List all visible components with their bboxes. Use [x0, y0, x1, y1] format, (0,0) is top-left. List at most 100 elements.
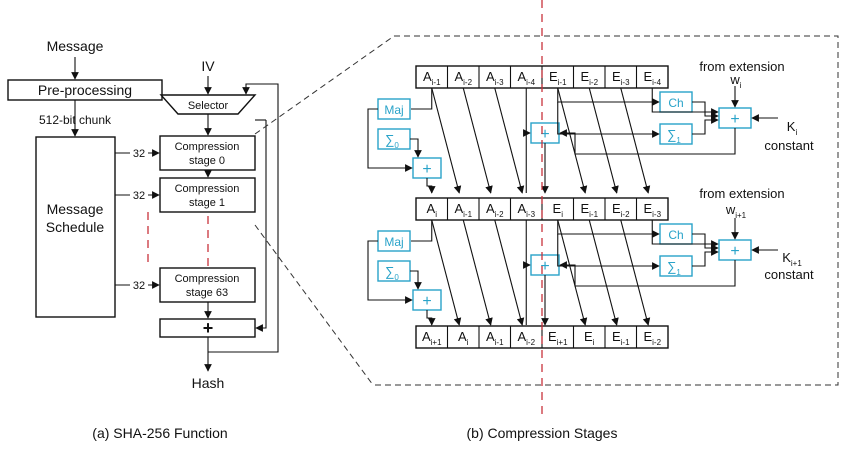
- stage1-reg-a-i-2: Ai-2: [454, 69, 472, 87]
- stage2-sigma0-label: ∑0: [385, 264, 399, 282]
- stage2-shift-wire-0: [431, 219, 462, 326]
- stage1-shift-wire-0: [431, 87, 462, 194]
- stage2-reg-a-i-2: Ai-2: [486, 201, 504, 219]
- stage1-sigma1-out: [692, 116, 719, 135]
- caption-right: (b) Compression Stages: [467, 425, 618, 441]
- stage2-ch-label: Ch: [668, 228, 683, 242]
- stage2-reg-e-i-3: Ei-3: [643, 201, 661, 219]
- stage2-shift-wire-4: [557, 219, 588, 326]
- stage1-shift-wire-5: [588, 87, 619, 194]
- stage1-reg-e-i-1: Ei-1: [549, 69, 567, 87]
- w32-label-1: 32: [133, 190, 145, 202]
- output-reg-a-i-2: Ai-2: [517, 329, 535, 347]
- stage1-ch-label: Ch: [668, 96, 683, 110]
- message-schedule-label-1: Message: [47, 201, 104, 217]
- hash-label: Hash: [192, 375, 225, 391]
- stage0-label-2: stage 0: [189, 155, 225, 167]
- stage1-left-adder-out: [426, 178, 436, 194]
- stage2-w-label: wi+1: [725, 202, 747, 220]
- stage2-maj-label: Maj: [384, 235, 403, 249]
- output-reg-e-i-2: Ei-2: [643, 329, 661, 347]
- stage1-e-to-ch: [557, 88, 660, 106]
- stage1-shift-wire-4: [557, 87, 588, 194]
- stage2-reg-e-i: Ei: [553, 201, 564, 219]
- stage1-constant-label: constant: [764, 138, 814, 153]
- stage1-e-to-sigma1: [557, 102, 660, 138]
- stage2-from-extension-label: from extension: [699, 186, 784, 201]
- w32-bg-0: [130, 146, 148, 159]
- feedback-loop: [208, 83, 279, 353]
- output-reg-a-i+1: Ai+1: [422, 329, 442, 347]
- stage2-shift-wire-6: [620, 219, 651, 326]
- stage1-reg-a-i-3: Ai-3: [486, 69, 504, 87]
- sha256-function-panel: Message Pre-processing 512-bit chunk Mes…: [7, 38, 279, 441]
- stage1-from-extension-label: from extension: [699, 59, 784, 74]
- selector-label: Selector: [188, 100, 229, 112]
- stage1-maj-label: Maj: [384, 103, 403, 117]
- w32-bg-63: [130, 278, 148, 291]
- stage1-sigma0-label: ∑0: [385, 132, 399, 150]
- stage1-h-to-adder: [651, 88, 719, 116]
- caption-left: (a) SHA-256 Function: [92, 425, 227, 441]
- message-schedule-label-2: Schedule: [46, 219, 105, 235]
- stage1-sigma1-label: ∑1: [667, 127, 681, 145]
- stage63-label-2: stage 63: [186, 287, 228, 299]
- stage2-maj-in: [411, 220, 433, 242]
- stage2-shift-wire-2: [494, 219, 525, 326]
- stage2-e-to-sigma1: [557, 234, 660, 270]
- iv-label: IV: [201, 58, 215, 74]
- stage1-label-1: Compression: [175, 183, 240, 195]
- w32-label-63: 32: [133, 280, 145, 292]
- output-reg-a-i-1: Ai-1: [486, 329, 504, 347]
- stage1-shift-wire-2: [494, 87, 525, 194]
- stage1-mid-adder-plus: +: [540, 126, 549, 143]
- stage2-mid-adder-plus: +: [540, 258, 549, 275]
- stage63-label-1: Compression: [175, 273, 240, 285]
- stage1-shift-wire-6: [620, 87, 651, 194]
- w32-label-0: 32: [133, 148, 145, 160]
- w32-bg-1: [130, 188, 148, 201]
- stage2-h-to-adder: [651, 220, 719, 248]
- output-reg-e-i: Ei: [584, 329, 595, 347]
- stage1-left-adder-plus: +: [422, 161, 431, 178]
- stage1-maj-out: [367, 108, 413, 172]
- stage2-sigma0-out: [410, 270, 422, 290]
- stage2-reg-a-i-3: Ai-3: [517, 201, 535, 219]
- stage1-reg-a-i-1: Ai-1: [423, 69, 441, 87]
- output-reg-e-i-1: Ei-1: [612, 329, 630, 347]
- stage1-reg-e-i-2: Ei-2: [580, 69, 598, 87]
- stage2-maj-out: [367, 240, 413, 304]
- stage2-shift-wire-1: [462, 219, 493, 326]
- zoom-line-bottom: [254, 224, 374, 386]
- chunk-label: 512-bit chunk: [39, 113, 112, 127]
- stage2-left-adder-out: [426, 310, 436, 326]
- stage1-ch-out: [692, 101, 719, 120]
- stage1-right-adder-to-mid: [559, 128, 736, 155]
- zoom-frame: [373, 35, 839, 386]
- preprocessing-box: [7, 79, 163, 101]
- iv-to-final-adder: [255, 120, 267, 332]
- stage2-k-label: Ki+1: [782, 250, 802, 268]
- stage2-constant-label: constant: [764, 267, 814, 282]
- stage2-left-adder-plus: +: [422, 293, 431, 310]
- stage2-reg-a-i: Ai: [427, 201, 438, 219]
- stage1-right-adder-plus: +: [730, 111, 739, 128]
- stage1-label-2: stage 1: [189, 197, 225, 209]
- stage2-reg-e-i-2: Ei-2: [612, 201, 630, 219]
- stage1-shift-wire-1: [462, 87, 493, 194]
- zoom-line-top: [254, 35, 395, 135]
- stage2-ch-out: [692, 233, 719, 252]
- stage2-reg-a-i-1: Ai-1: [454, 201, 472, 219]
- stage1-k-label: Ki: [787, 119, 798, 137]
- stage1-maj-in: [411, 88, 433, 110]
- stage1-reg-e-i-3: Ei-3: [612, 69, 630, 87]
- stage2-sigma1-label: ∑1: [667, 259, 681, 277]
- stage2-e-to-ch: [557, 220, 660, 238]
- stage1-reg-a-i-4: Ai-4: [517, 69, 535, 87]
- stage2-reg-e-i-1: Ei-1: [580, 201, 598, 219]
- preprocessing-label: Pre-processing: [38, 82, 132, 98]
- stage2-shift-wire-5: [588, 219, 619, 326]
- compression-stage-63: [159, 267, 256, 303]
